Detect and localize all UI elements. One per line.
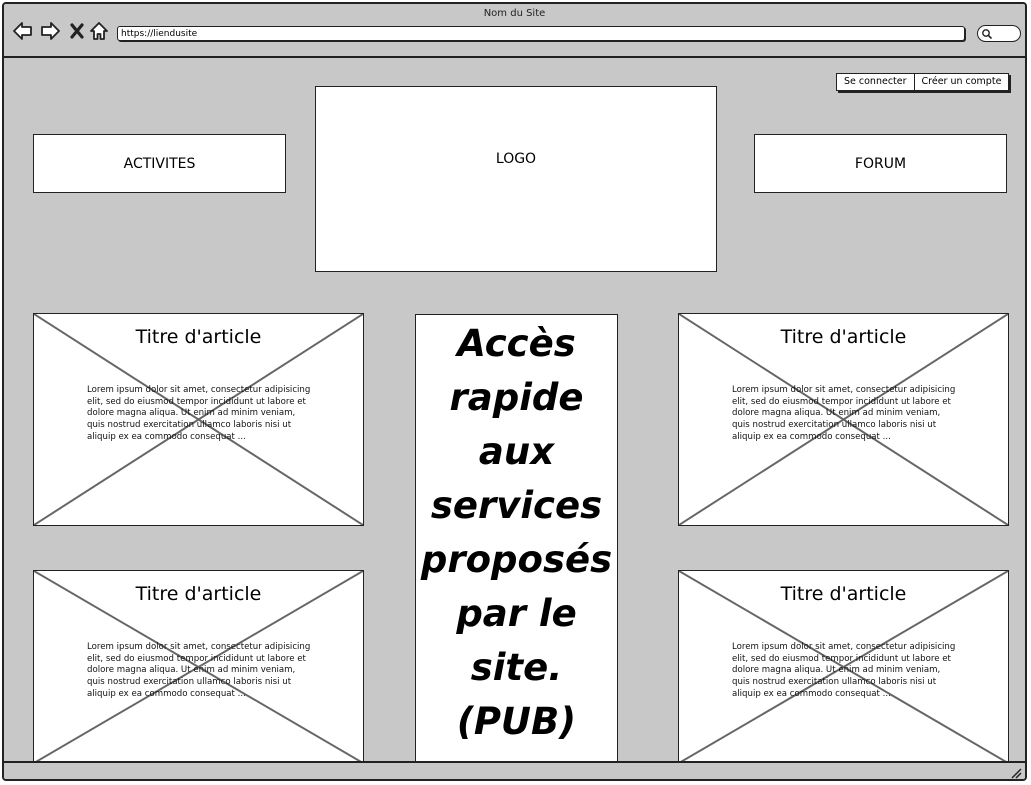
article-excerpt: Lorem ipsum dolor sit amet, consectetur … [87, 385, 311, 442]
article-card[interactable]: Titre d'article Lorem ipsum dolor sit am… [33, 313, 364, 526]
activities-button[interactable]: ACTIVITES [33, 134, 286, 193]
close-icon[interactable] [66, 20, 88, 42]
login-button[interactable]: Se connecter [844, 76, 907, 87]
status-bar [4, 761, 1025, 779]
quick-access-ad-text: Accès rapide aux services proposés par l… [420, 322, 613, 743]
back-arrow-icon[interactable] [12, 20, 34, 42]
forward-arrow-icon[interactable] [39, 20, 61, 42]
page-content: Se connecter Créer un compte ACTIVITES L… [4, 60, 1025, 764]
article-excerpt: Lorem ipsum dolor sit amet, consectetur … [732, 385, 956, 442]
article-card[interactable]: Titre d'article Lorem ipsum dolor sit am… [33, 570, 364, 764]
resize-grip-icon[interactable] [1010, 767, 1022, 779]
article-title: Titre d'article [135, 326, 262, 348]
image-placeholder-icon [679, 314, 1008, 525]
article-title: Titre d'article [780, 326, 907, 348]
logo-placeholder[interactable]: LOGO [315, 86, 717, 272]
article-title: Titre d'article [780, 583, 907, 605]
article-excerpt: Lorem ipsum dolor sit amet, consectetur … [732, 642, 956, 699]
logo-label: LOGO [495, 151, 537, 167]
signup-button[interactable]: Créer un compte [913, 74, 1009, 90]
image-placeholder-icon [34, 571, 363, 763]
url-input[interactable] [117, 26, 965, 41]
activities-label: ACTIVITES [123, 155, 196, 172]
window-title: Nom du Site [483, 8, 546, 19]
image-placeholder-icon [679, 571, 1008, 763]
article-card[interactable]: Titre d'article Lorem ipsum dolor sit am… [678, 570, 1009, 764]
article-title: Titre d'article [135, 583, 262, 605]
browser-toolbar: Nom du Site [4, 4, 1025, 58]
article-card[interactable]: Titre d'article Lorem ipsum dolor sit am… [678, 313, 1009, 526]
image-placeholder-icon [34, 314, 363, 525]
home-icon[interactable] [88, 20, 110, 42]
forum-label: FORUM [854, 155, 907, 172]
forum-button[interactable]: FORUM [754, 134, 1007, 193]
quick-access-ad-panel[interactable]: Accès rapide aux services proposés par l… [415, 314, 618, 764]
search-icon [982, 29, 993, 40]
auth-button-group: Se connecter Créer un compte [836, 73, 1010, 91]
article-excerpt: Lorem ipsum dolor sit amet, consectetur … [87, 642, 311, 699]
search-button[interactable] [977, 25, 1021, 42]
